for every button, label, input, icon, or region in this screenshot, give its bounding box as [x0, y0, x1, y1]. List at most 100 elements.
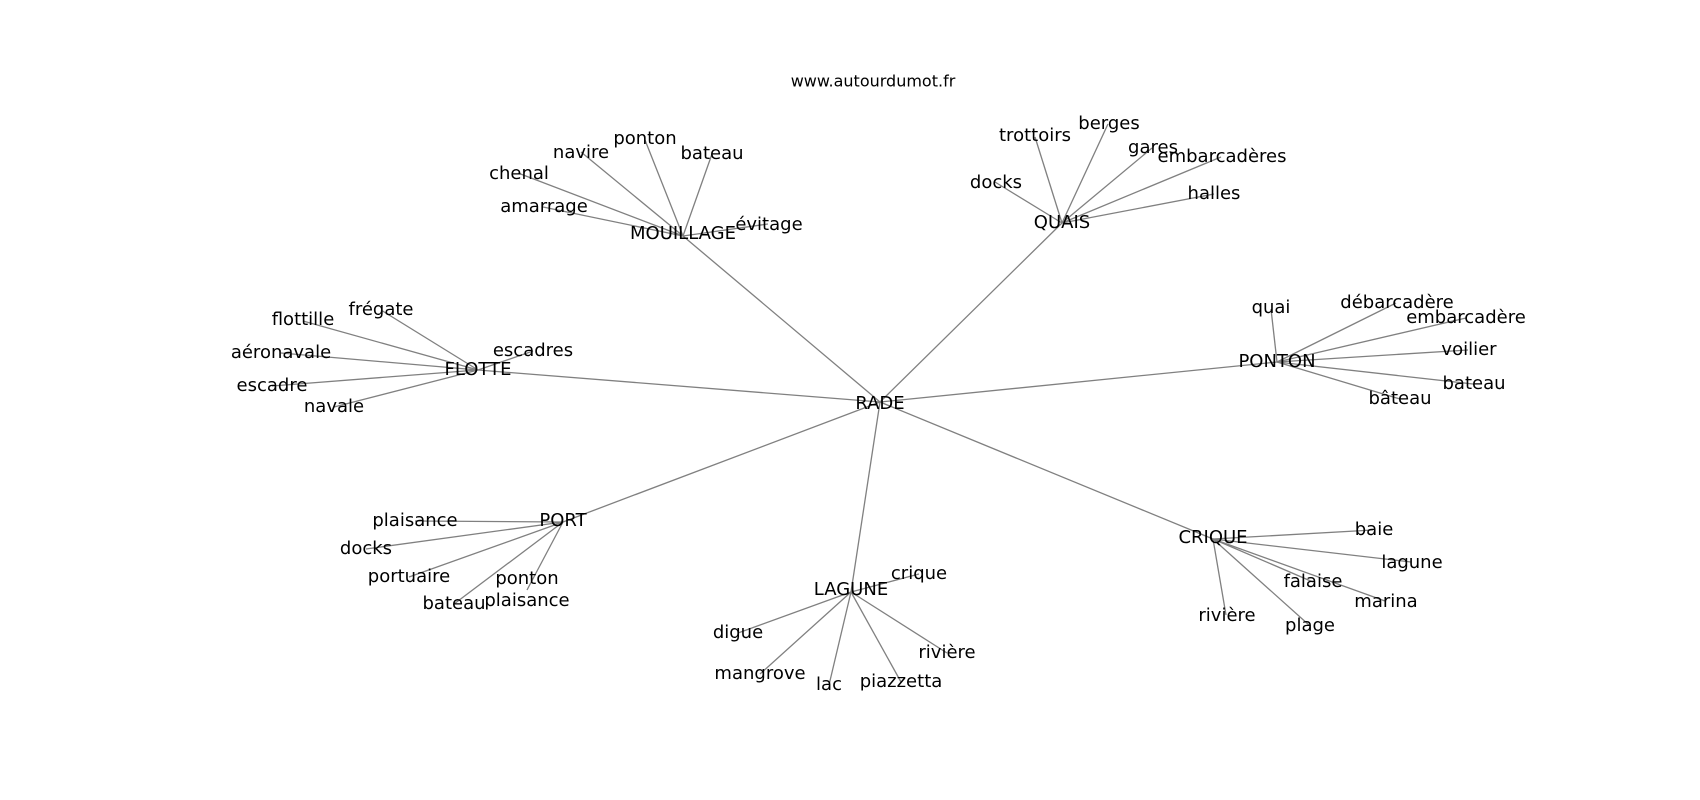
- edge-mouillage-ponton: [644, 139, 684, 237]
- edge-center-port: [562, 401, 881, 523]
- leaf-node-crique-marina: marina: [1354, 591, 1417, 612]
- edge-ponton-voilier: [1276, 349, 1469, 363]
- edge-mouillage-evitage: [682, 223, 769, 237]
- edge-crique-marina: [1212, 538, 1386, 602]
- leaf-node-mouillage-evitage: évitage: [735, 214, 802, 235]
- leaf-node-lagune-lac: lac: [816, 674, 842, 695]
- leaf-node-quais-trottoirs: trottoirs: [999, 125, 1071, 146]
- leaf-node-ponton-voilier: voilier: [1441, 339, 1497, 360]
- edge-lagune-mangrove: [759, 591, 852, 675]
- edge-quais-embarcaderes: [1061, 156, 1222, 224]
- edge-ponton-quai: [1270, 308, 1278, 363]
- leaf-node-flotte-escadres: escadres: [493, 340, 573, 361]
- leaf-node-mouillage-ponton: ponton: [613, 128, 676, 149]
- leaf-node-lagune-crique: crique: [891, 563, 947, 584]
- edge-port-portuaire: [408, 521, 564, 578]
- edge-lagune-riviere: [850, 591, 948, 654]
- edge-center-ponton: [879, 361, 1278, 403]
- leaf-node-quais-gares: gares: [1128, 137, 1178, 158]
- leaf-node-mouillage-bateau: bateau: [680, 143, 743, 164]
- edge-port-docks: [365, 521, 564, 550]
- edge-flotte-escadres: [477, 350, 534, 371]
- edge-mouillage-amarrage: [542, 206, 684, 237]
- leaf-node-ponton-quai: quai: [1252, 297, 1291, 318]
- edge-lagune-lac: [828, 591, 852, 686]
- leaf-node-ponton-bateau: bâteau: [1368, 388, 1431, 409]
- graph-edges: [271, 123, 1474, 686]
- hub-node-port: PORT: [539, 510, 587, 531]
- graph-labels: www.autourdumot.fr RADEchenalnavireponto…: [231, 72, 1526, 696]
- edge-ponton-embarcadere: [1276, 317, 1467, 363]
- leaf-node-flotte-escadre: escadre: [237, 375, 308, 396]
- edge-port-ponton-plaisance: [526, 521, 564, 591]
- edge-ponton-bateau: [1276, 361, 1401, 400]
- edge-flotte-fregate: [380, 309, 479, 371]
- edge-lagune-piazzetta: [850, 591, 902, 683]
- edge-crique-riviere: [1212, 538, 1227, 616]
- source-url: www.autourdumot.fr: [791, 72, 956, 91]
- edge-crique-baie: [1212, 529, 1374, 540]
- edge-quais-berges: [1061, 123, 1109, 224]
- leaf-node-flotte-flottille: flottille: [272, 309, 335, 330]
- leaf-node-mouillage-amarrage: amarrage: [500, 196, 588, 217]
- hub-node-flotte: FLOTTE: [445, 359, 512, 380]
- leaf-node-lagune-digue: digue: [713, 622, 763, 643]
- edge-crique-plage: [1212, 538, 1310, 626]
- edge-center-flotte: [477, 369, 881, 403]
- leaf-node-port-portuaire: portuaire: [368, 566, 450, 587]
- leaf-node-flotte-aeronavale: aéronavale: [231, 342, 331, 363]
- edge-center-crique: [879, 401, 1214, 540]
- leaf-node-quais-docks: docks: [970, 172, 1022, 193]
- edge-flotte-aeronavale: [280, 352, 479, 371]
- leaf-node-port-plaisance: plaisance: [372, 510, 457, 531]
- hub-node-crique: CRIQUE: [1178, 527, 1247, 548]
- edge-ponton-debarcadere: [1276, 302, 1397, 363]
- edge-mouillage-navire: [580, 151, 684, 237]
- edge-quais-docks: [994, 181, 1063, 224]
- leaf-node-flotte-navale: navale: [304, 396, 364, 417]
- leaf-node-crique-plage: plage: [1285, 615, 1335, 636]
- hub-node-quais: QUAIS: [1034, 212, 1090, 233]
- leaf-node-port-bateau: bateau: [422, 593, 485, 614]
- leaf-node-crique-baie: baie: [1355, 519, 1394, 540]
- edge-mouillage-bateau: [682, 153, 713, 237]
- edge-crique-falaise: [1212, 538, 1314, 583]
- leaf-node-port-docks: docks: [340, 538, 392, 559]
- leaf-node-flotte-fregate: frégate: [348, 299, 413, 320]
- leaf-node-ponton-embarcadere: embarcadère: [1406, 307, 1526, 328]
- edge-crique-lagune: [1212, 538, 1412, 563]
- edge-ponton-bateau: [1276, 361, 1474, 385]
- hub-node-ponton: PONTON: [1238, 351, 1315, 372]
- leaf-node-crique-riviere: rivière: [1198, 605, 1255, 626]
- edge-flotte-flottille: [302, 320, 479, 371]
- edge-lagune-crique: [850, 573, 920, 593]
- edge-quais-trottoirs: [1034, 136, 1063, 224]
- leaf-node-lagune-mangrove: mangrove: [714, 663, 805, 684]
- edge-flotte-navale: [333, 369, 479, 408]
- edge-quais-halles: [1061, 193, 1215, 224]
- leaf-node-quais-berges: berges: [1078, 113, 1139, 134]
- leaf-node-lagune-piazzetta: piazzetta: [860, 671, 943, 692]
- leaf-node-ponton-debarcadere: débarcadère: [1340, 292, 1453, 313]
- leaf-node-crique-falaise: falaise: [1284, 571, 1343, 592]
- leaf-node-quais-halles: halles: [1188, 183, 1241, 204]
- edge-mouillage-chenal: [517, 172, 684, 237]
- leaf-node-crique-lagune: lagune: [1381, 552, 1442, 573]
- hub-node-lagune: LAGUNE: [814, 579, 888, 600]
- edge-port-plaisance: [414, 520, 564, 523]
- leaf-node-lagune-riviere: rivière: [918, 642, 975, 663]
- edge-quais-gares: [1061, 147, 1153, 224]
- edge-center-lagune: [850, 401, 881, 593]
- edge-lagune-digue: [737, 591, 852, 634]
- leaf-node-quais-embarcaderes: embarcadères: [1158, 146, 1287, 167]
- leaf-node-ponton-bateau: bateau: [1442, 373, 1505, 394]
- hub-node-mouillage: MOUILLAGE: [630, 223, 736, 244]
- edge-port-bateau: [453, 521, 564, 605]
- edge-center-mouillage: [682, 235, 881, 403]
- leaf-node-mouillage-navire: navire: [553, 142, 609, 163]
- edge-center-quais: [879, 222, 1063, 403]
- edge-flotte-escadre: [271, 369, 479, 387]
